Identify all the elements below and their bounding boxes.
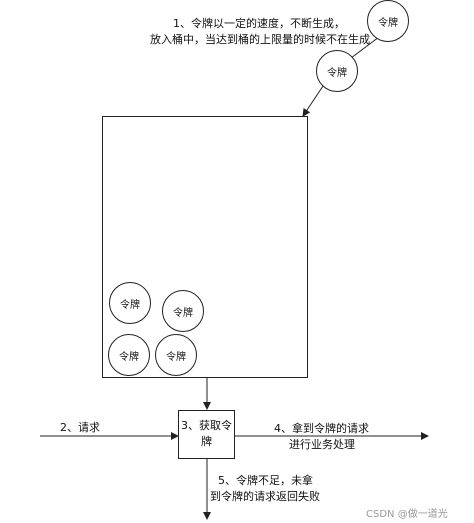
- token-label: 令牌: [327, 67, 347, 79]
- failure-note-second: 到令牌的请求返回失败: [210, 489, 320, 505]
- acquire-token-label: 3、获取令 牌: [178, 418, 235, 450]
- token-to-bucket-arrow: [302, 85, 324, 117]
- generate-note-line2: 放入桶中，当达到桶的上限量的时候不在生成: [150, 33, 370, 46]
- incoming-token-second: 令牌: [316, 50, 358, 92]
- token-label: 令牌: [166, 351, 186, 363]
- incoming-token-top: 令牌: [367, 0, 409, 42]
- bucket-token-1: 令牌: [109, 282, 151, 324]
- token-flow-line: [350, 36, 380, 59]
- bucket-token-4: 令牌: [155, 334, 197, 376]
- generate-note-line1: 1、令牌以一定的速度，不断生成，: [173, 17, 345, 30]
- failure-note-line2: 到令牌的请求返回失败: [210, 490, 320, 503]
- csdn-watermark: CSDN @做一道光: [366, 509, 448, 520]
- success-note-line2: 进行业务处理: [289, 438, 355, 451]
- token-label: 令牌: [378, 17, 398, 29]
- token-label: 令牌: [173, 307, 193, 319]
- success-note-second: 进行业务处理: [289, 437, 355, 453]
- bucket-token-3: 令牌: [108, 334, 150, 376]
- token-label: 令牌: [120, 299, 140, 311]
- generate-note-second: 放入桶中，当达到桶的上限量的时候不在生成: [150, 32, 370, 48]
- success-note: 4、拿到令牌的请求: [274, 421, 369, 437]
- acquire-token-line1: 3、获取令: [181, 419, 232, 432]
- bucket-token-2: 令牌: [162, 290, 204, 332]
- generate-note: 1、令牌以一定的速度，不断生成，: [173, 16, 345, 32]
- failure-note-line1: 5、令牌不足，未拿: [218, 474, 313, 487]
- success-note-line1: 4、拿到令牌的请求: [274, 422, 369, 435]
- request-label: 2、请求: [60, 421, 100, 434]
- token-label: 令牌: [119, 351, 139, 363]
- acquire-token-line2: 牌: [201, 435, 212, 448]
- acquire-token-box: [178, 410, 235, 459]
- failure-note: 5、令牌不足，未拿: [218, 473, 313, 489]
